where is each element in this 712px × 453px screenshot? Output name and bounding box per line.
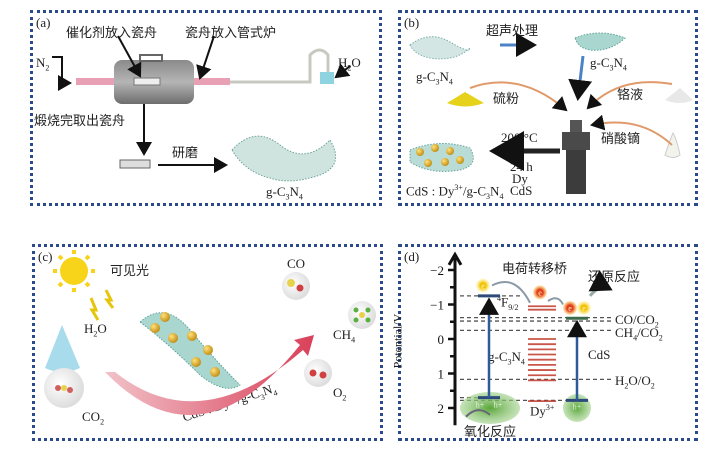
dysprosium-nitrate-label: 硝酸镝 bbox=[601, 131, 641, 146]
oxidation-label: 氧化反应 bbox=[464, 424, 517, 439]
electron-symbol: e bbox=[582, 304, 586, 313]
panel-a-label: (a) bbox=[36, 15, 51, 30]
step-grind-label: 研磨 bbox=[172, 145, 199, 160]
step-furnace-label: 瓷舟放入管式炉 bbox=[185, 25, 277, 40]
cadmium-liquid bbox=[665, 88, 693, 103]
charge-transfer-curve-2 bbox=[547, 297, 564, 305]
panel-b bbox=[398, 10, 698, 206]
panel-d-label: (d) bbox=[404, 249, 420, 264]
gcn-right-label: g-C3N4 bbox=[590, 55, 627, 73]
sulfur-label: 硫粉 bbox=[493, 91, 520, 106]
co-label: CO bbox=[287, 256, 306, 271]
panel-d bbox=[398, 244, 698, 441]
charge-bridge-label: 电荷转移桥 bbox=[502, 261, 568, 276]
panel-a bbox=[30, 10, 382, 206]
cds-particles-c bbox=[150, 312, 220, 377]
y-tick-label: 1 bbox=[438, 367, 445, 382]
lightning-icon bbox=[89, 297, 100, 321]
cadmium-solution-label: 铬液 bbox=[617, 87, 644, 102]
n2-flow-arrow bbox=[52, 56, 72, 91]
cds-hole: h+ bbox=[573, 403, 582, 412]
co-co2-label: CO/CO2 bbox=[615, 312, 659, 330]
dy-electron bbox=[533, 285, 547, 300]
charge-transfer-curve-1 bbox=[491, 281, 531, 304]
product-b-label: CdS : Dy3+/g-C3N4 bbox=[406, 183, 504, 201]
outlet-pipe bbox=[230, 48, 330, 84]
n2-label: N2 bbox=[36, 55, 50, 73]
cds-electron-2 bbox=[577, 300, 591, 315]
gcn-hole-1: h+ bbox=[476, 400, 485, 409]
autoclave-icon bbox=[562, 120, 590, 194]
o2-label: O2 bbox=[333, 385, 347, 403]
panel-c-label: (c) bbox=[38, 249, 53, 264]
cds-particles-b bbox=[416, 144, 464, 167]
sulfur-powder bbox=[447, 92, 484, 107]
axis-tick-labels: −2 −1 0 1 2 bbox=[430, 263, 444, 416]
y-axis-arrowhead bbox=[447, 251, 463, 266]
cds-electron-1 bbox=[563, 300, 577, 315]
dy-levels bbox=[528, 305, 556, 403]
gcn-d-label: g-C3N4 bbox=[488, 349, 525, 367]
gcn-left-label: g-C3N4 bbox=[416, 69, 453, 87]
co2-c-label: CO2 bbox=[82, 409, 105, 427]
step-calcine-label: 煅烧完取出瓷舟 bbox=[34, 113, 126, 128]
water-bottle bbox=[320, 72, 334, 84]
gcn-sheet-b-left bbox=[409, 36, 471, 60]
electron-symbol: e bbox=[538, 288, 542, 297]
gcn-hole-cloud bbox=[460, 392, 520, 424]
reduction-arrow bbox=[588, 270, 613, 297]
y-tick-label: −1 bbox=[430, 298, 444, 313]
dy-d-label: Dy3+ bbox=[530, 403, 555, 419]
porcelain-boat bbox=[133, 77, 161, 86]
visible-light-label: 可见光 bbox=[110, 263, 150, 278]
o2-molecule bbox=[304, 359, 332, 387]
cds-d-label: CdS bbox=[588, 347, 611, 362]
f-level-label: 4F9/2 bbox=[497, 294, 519, 312]
panel-c bbox=[32, 244, 383, 441]
ch4-label: CH4 bbox=[333, 327, 356, 345]
band-edges: e e e e h+ h+ h+ bbox=[460, 270, 613, 424]
cooled-boat bbox=[119, 159, 151, 169]
conversion-arrow bbox=[105, 335, 314, 416]
y-tick-label: −2 bbox=[430, 263, 444, 278]
gcn-electron bbox=[476, 278, 490, 293]
gcn-product-label: g-C3N4 bbox=[266, 184, 303, 202]
electron-symbol: e bbox=[568, 304, 572, 313]
sun-icon bbox=[53, 250, 95, 292]
h2o-o2-label: H2O/O2 bbox=[615, 373, 655, 391]
y-tick-label: 0 bbox=[438, 332, 445, 347]
potential-axis bbox=[447, 251, 463, 426]
gcn-sheet-a bbox=[231, 135, 337, 182]
gcn-hole-2: h+ bbox=[494, 400, 503, 409]
water-cone bbox=[45, 325, 80, 372]
gcn-sheet-b-right bbox=[574, 32, 626, 51]
electron-symbol: e bbox=[481, 282, 485, 291]
oxidation-curve bbox=[465, 409, 491, 418]
dy-label: Dy bbox=[512, 171, 528, 186]
ch4-co2-label: CH4/CO2 bbox=[615, 325, 663, 343]
co-molecule bbox=[282, 272, 310, 300]
h2o-c-label: H2O bbox=[84, 321, 107, 339]
panel-b-label: (b) bbox=[404, 15, 420, 30]
y-tick-label: 2 bbox=[438, 401, 445, 416]
cds-label: CdS bbox=[510, 183, 533, 198]
step-catalyst-label: 催化剂放入瓷舟 bbox=[66, 25, 158, 40]
